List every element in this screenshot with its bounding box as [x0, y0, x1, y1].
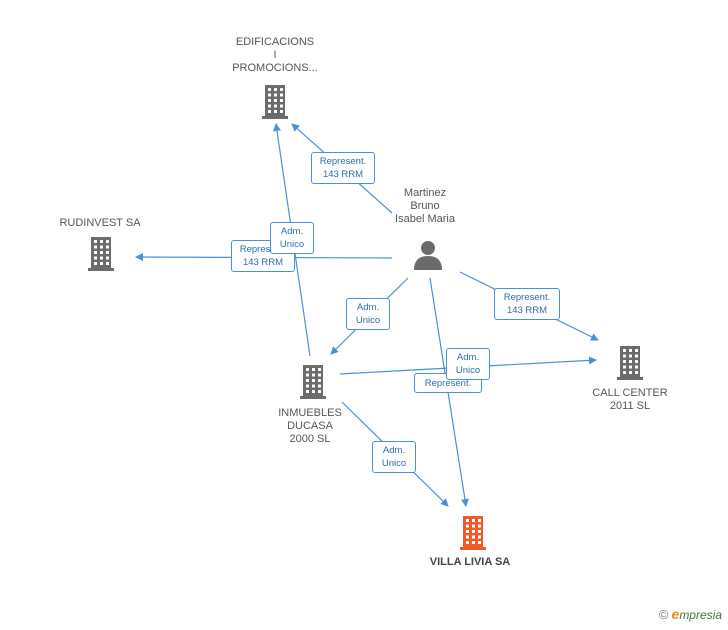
- building-icon-rudinvest[interactable]: [88, 237, 114, 271]
- node-label-martinez[interactable]: Martinez Bruno Isabel Maria: [395, 187, 455, 225]
- node-label-inmuebles[interactable]: INMUEBLES DUCASA 2000 SL: [278, 407, 342, 445]
- building-icon-villa-livia[interactable]: [460, 516, 486, 550]
- edge-label-adm-inmuebles-call-center[interactable]: Adm. Unico: [446, 348, 490, 380]
- node-label-rudinvest[interactable]: RUDINVEST SA: [59, 217, 141, 229]
- brand-initial: e: [671, 606, 680, 622]
- edge-label-represent-call-center[interactable]: Represent. 143 RRM: [494, 288, 560, 320]
- edge-label-adm-martinez-inmuebles[interactable]: Adm. Unico: [346, 298, 390, 330]
- copyright-symbol: ©: [658, 607, 669, 622]
- brand-name: mpresia: [679, 608, 722, 622]
- node-label-villa-livia[interactable]: VILLA LIVIA SA: [429, 556, 511, 568]
- node-icons: [88, 85, 643, 550]
- building-icon-edificacions[interactable]: [262, 85, 288, 119]
- node-label-edificacions[interactable]: EDIFICACIONS I PROMOCIONS...: [232, 36, 318, 74]
- edge-label-adm-inmuebles-villa-livia[interactable]: Adm. Unico: [372, 441, 416, 473]
- footer-brand: ©empresia: [659, 606, 722, 622]
- node-label-call-center[interactable]: CALL CENTER 2011 SL: [592, 387, 668, 412]
- edge-label-represent-rudinvest[interactable]: Represent. 143 RRM: [231, 240, 295, 272]
- edge-label-adm-inmuebles-edificacions[interactable]: Adm. Unico: [270, 222, 314, 254]
- building-icon-call-center[interactable]: [617, 346, 643, 380]
- person-icon-martinez[interactable]: [414, 241, 442, 270]
- edge-label-represent-edificacions[interactable]: Represent. 143 RRM: [311, 152, 375, 184]
- building-icon-inmuebles[interactable]: [300, 365, 326, 399]
